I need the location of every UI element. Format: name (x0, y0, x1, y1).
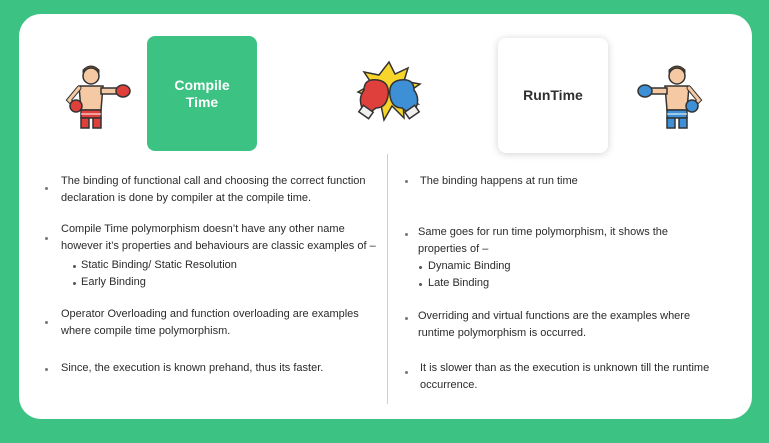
compile-item-3: Operator Overloading and function overlo… (61, 306, 359, 340)
compile-item-1-line2: declaration is done by compiler at the c… (61, 192, 312, 204)
sub-bullet (73, 282, 76, 285)
bullet (405, 233, 408, 236)
sub-bullet (419, 283, 422, 286)
runtime-sub-item-1: Dynamic Binding (428, 260, 511, 272)
bullet (405, 371, 408, 374)
runtime-item-1-line1: The binding happens at run time (420, 175, 578, 187)
compile-item-3-line1: Operator Overloading and function overlo… (61, 308, 359, 320)
runtime-item-3-line1: Overriding and virtual functions are the… (418, 310, 691, 322)
bullet (45, 237, 48, 240)
runtime-item-2-line1: Same goes for run time polymorphism, it … (418, 226, 669, 238)
compile-item-2: Compile Time polymorphism doesn’t have a… (61, 221, 376, 255)
boxer-blue-gloves-icon (637, 65, 703, 129)
runtime-item-3-line2: runtime polymorphism is occurred. (418, 327, 587, 339)
runtime-item-2-line2: properties of – (418, 243, 489, 255)
runtime-item-4-line1: It is slower than as the execution is un… (420, 362, 710, 374)
sub-bullet (73, 265, 76, 268)
bullet (45, 321, 48, 324)
column-divider (387, 154, 388, 404)
compile-item-2-line1: Compile Time polymorphism doesn’t have a… (61, 223, 345, 235)
runtime-item-1: The binding happens at run time (420, 173, 578, 190)
compile-sub-item-2: Early Binding (81, 276, 146, 288)
compile-title-line1: Compile (174, 76, 230, 93)
compile-item-3-line2: where compile time polymorphism. (61, 325, 231, 337)
runtime-title: RunTime (523, 87, 583, 103)
runtime-item-4: It is slower than as the execution is un… (420, 360, 709, 394)
runtime-item-4-line2: occurrence. (420, 379, 478, 391)
bullet (405, 317, 408, 320)
bullet (405, 180, 408, 183)
bullet (45, 368, 48, 371)
boxer-red-gloves-icon (65, 65, 131, 129)
runtime-header: RunTime (498, 38, 608, 153)
compile-time-header: Compile Time (147, 36, 257, 151)
compile-item-2-line2: however it’s properties and behaviours a… (61, 240, 376, 252)
compile-title-line2: Time (185, 93, 219, 110)
sub-bullet (419, 266, 422, 269)
compile-item-1-line1: The binding of functional call and choos… (61, 175, 366, 187)
runtime-sub-item-2: Late Binding (428, 277, 490, 289)
compile-sub-item-1: Static Binding/ Static Resolution (81, 259, 237, 271)
runtime-item-2: Same goes for run time polymorphism, it … (418, 224, 668, 258)
crossed-boxing-gloves-icon (356, 60, 422, 123)
compile-item-4: Since, the execution is known prehand, t… (61, 360, 323, 377)
compile-item-1: The binding of functional call and choos… (61, 173, 366, 207)
bullet (45, 187, 48, 190)
compile-item-4-line1: Since, the execution is known prehand, t… (61, 362, 324, 374)
runtime-item-3: Overriding and virtual functions are the… (418, 308, 690, 342)
comparison-card: Compile Time RunTime The binding of func… (19, 14, 752, 419)
